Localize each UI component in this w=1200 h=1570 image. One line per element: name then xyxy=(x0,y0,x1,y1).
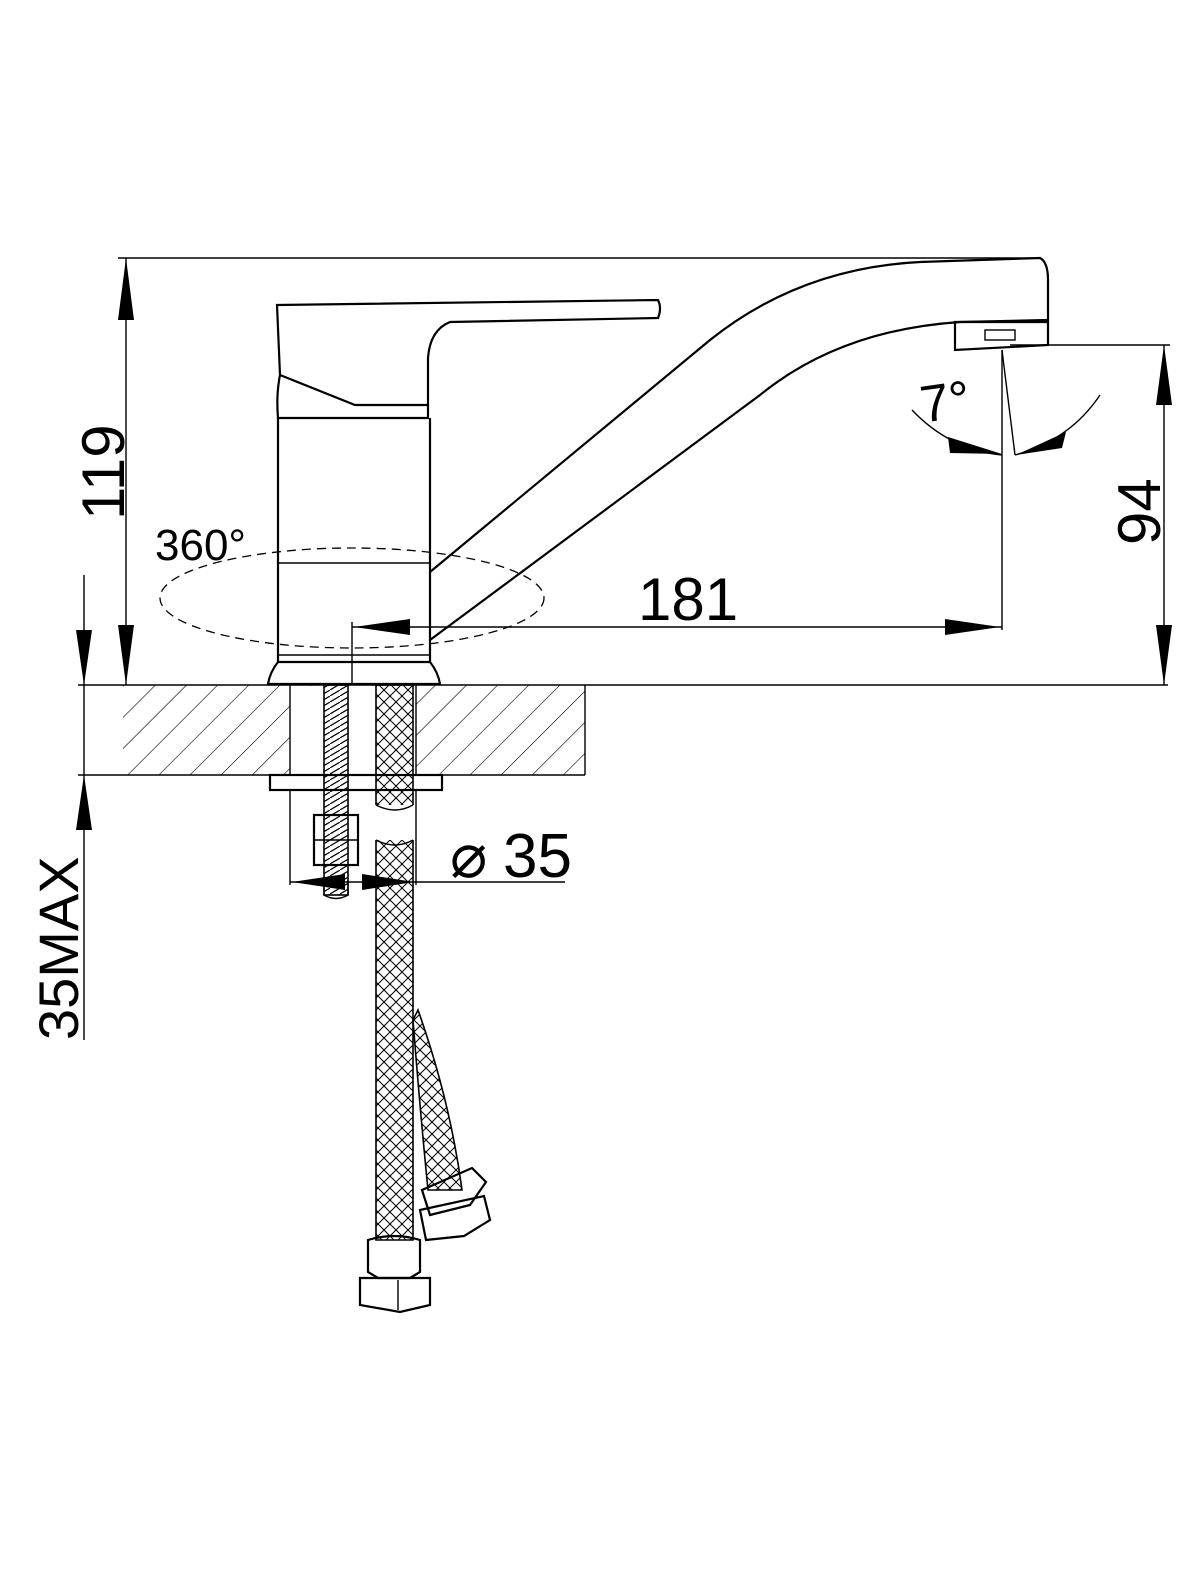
hose-main xyxy=(375,684,414,1241)
dim-label-94: 94 xyxy=(1106,478,1173,545)
hose-nut-main-lower xyxy=(358,1276,432,1314)
threaded-rod xyxy=(323,684,349,896)
dimension-spout-reach: 181 xyxy=(351,350,1003,685)
dimension-hole-diameter: ⌀ 35 xyxy=(289,790,572,891)
hose-nut-main xyxy=(366,1234,422,1280)
dimension-spout-height: 94 xyxy=(1010,344,1173,685)
faucet-body xyxy=(266,298,662,686)
diameter-symbol: ⌀ xyxy=(450,822,487,891)
mounting-washer xyxy=(268,773,444,792)
supply-hoses xyxy=(358,684,492,1314)
base-flange xyxy=(266,660,442,686)
hose-secondary xyxy=(412,1007,463,1191)
countertop xyxy=(78,684,1168,776)
dim-label-diameter: 35 xyxy=(503,822,572,891)
mounting-hardware xyxy=(268,684,444,900)
dim-label-rotation: 360° xyxy=(155,521,246,570)
hose-nut-secondary xyxy=(420,1166,488,1217)
dimension-counter-thickness: 35MAX xyxy=(27,575,92,1040)
rotation-ellipse xyxy=(159,547,545,649)
aerator xyxy=(953,320,1050,352)
dimension-aerator-angle: 7° xyxy=(911,349,1101,456)
lever-handle xyxy=(275,298,662,407)
handle-cartridge xyxy=(276,374,430,420)
dimension-height-total: 119 xyxy=(70,257,1040,685)
dim-label-119: 119 xyxy=(70,424,137,520)
dim-label-angle: 7° xyxy=(917,370,974,434)
dim-label-35max: 35MAX xyxy=(27,856,90,1040)
spout-upper xyxy=(429,256,1050,641)
dim-label-181: 181 xyxy=(638,566,738,633)
hose-nut-secondary-lower xyxy=(418,1194,492,1242)
